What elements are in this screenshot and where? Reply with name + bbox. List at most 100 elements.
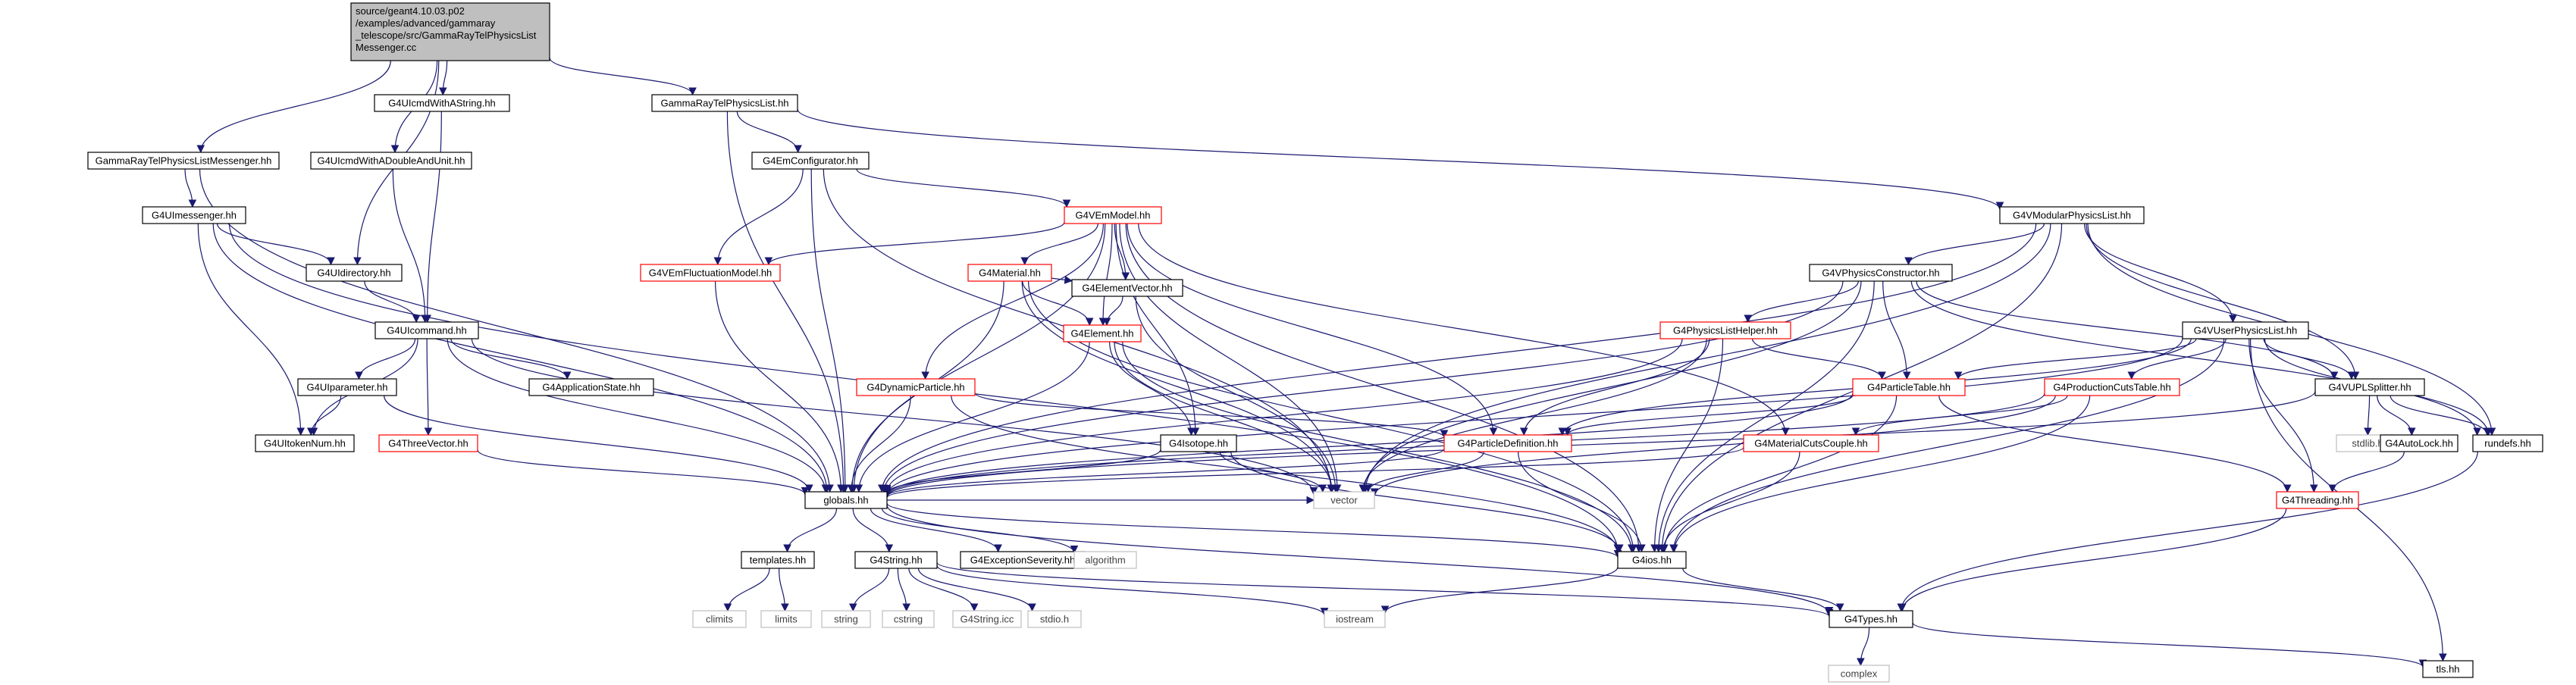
node-vuserpl[interactable]: G4VUserPhysicsList.hh bbox=[2182, 321, 2309, 339]
node-matcuts[interactable]: G4MaterialCutsCouple.hh bbox=[1743, 434, 1879, 452]
node-isotope[interactable]: G4Isotope.hh bbox=[1160, 434, 1237, 452]
node-label: G4String.hh bbox=[870, 555, 922, 566]
node-vemfluct[interactable]: G4VEmFluctuationModel.hh bbox=[640, 264, 781, 282]
node-uicmdstr[interactable]: G4UIcmdWithAString.hh bbox=[374, 94, 510, 112]
node-label: G4ApplicationState.hh bbox=[542, 382, 640, 393]
node-complex: complex bbox=[1828, 665, 1890, 683]
edge-uiparam-to-uitoken bbox=[306, 395, 342, 436]
node-label: iostream bbox=[1336, 614, 1374, 625]
edge-plhelper-to-vector bbox=[1359, 338, 1707, 493]
node-label: G4VEmModel.hh bbox=[1076, 210, 1151, 221]
node-label: G4Threading.hh bbox=[2282, 495, 2353, 506]
node-partdef[interactable]: G4ParticleDefinition.hh bbox=[1443, 434, 1572, 452]
node-material[interactable]: G4Material.hh bbox=[967, 264, 1052, 282]
edge-elemvec-to-element bbox=[1102, 296, 1123, 327]
node-label: G4ElementVector.hh bbox=[1082, 283, 1172, 294]
edge-element-to-globals bbox=[854, 341, 1090, 493]
edge-autolock-to-threading bbox=[2328, 451, 2405, 493]
node-ios[interactable]: G4ios.hh bbox=[1617, 551, 1687, 569]
node-box bbox=[1743, 434, 1879, 452]
node-vupl[interactable]: G4VUPLSplitter.hh bbox=[2314, 378, 2425, 396]
edge-matcuts-to-ios bbox=[1659, 451, 1800, 553]
node-uicmd[interactable]: G4UIcommand.hh bbox=[374, 321, 479, 339]
node-box bbox=[2380, 434, 2458, 452]
edge-element-to-ios bbox=[1122, 341, 1636, 553]
node-label: G4ProductionCutsTable.hh bbox=[2053, 382, 2170, 393]
edge-vemmodel-to-elemvec bbox=[1114, 223, 1130, 281]
edge-vphyscons-to-rundefs bbox=[1910, 280, 2481, 436]
node-vemmodel[interactable]: G4VEmModel.hh bbox=[1064, 206, 1162, 224]
node-elemvec[interactable]: G4ElementVector.hh bbox=[1071, 279, 1183, 297]
node-box bbox=[854, 551, 938, 569]
edge-isotope-to-ios bbox=[1230, 451, 1624, 553]
edge-partdef-to-ios bbox=[1518, 451, 1646, 553]
node-grtpl[interactable]: GammaRayTelPhysicsList.hh bbox=[651, 94, 798, 112]
node-grtplm[interactable]: GammaRayTelPhysicsListMessenger.hh bbox=[87, 152, 280, 170]
node-label: GammaRayTelPhysicsListMessenger.hh bbox=[96, 155, 272, 167]
node-plhelper[interactable]: G4PhysicsListHelper.hh bbox=[1659, 321, 1791, 339]
edge-uimess-to-uidir bbox=[216, 223, 335, 266]
node-box bbox=[528, 378, 654, 396]
node-label: G4UIcommand.hh bbox=[387, 325, 467, 336]
node-box bbox=[2314, 378, 2425, 396]
node-uimess[interactable]: G4UImessenger.hh bbox=[142, 206, 246, 224]
node-g4string[interactable]: G4String.hh bbox=[854, 551, 938, 569]
node-box bbox=[2276, 491, 2359, 509]
node-label: G4Types.hh bbox=[1844, 614, 1898, 625]
node-label: string bbox=[834, 614, 858, 625]
node-threading[interactable]: G4Threading.hh bbox=[2276, 491, 2359, 509]
node-label: G4Material.hh bbox=[979, 267, 1041, 279]
edge-globals-to-templates bbox=[783, 508, 838, 553]
node-threevec[interactable]: G4ThreeVector.hh bbox=[378, 434, 478, 452]
node-vmodpl[interactable]: G4VModularPhysicsList.hh bbox=[1999, 206, 2145, 224]
node-uicmddbl[interactable]: G4UIcmdWithADoubleAndUnit.hh bbox=[310, 152, 472, 170]
edge-templates-to-limits bbox=[779, 568, 789, 612]
node-box bbox=[378, 434, 478, 452]
node-types[interactable]: G4Types.hh bbox=[1829, 610, 1913, 628]
node-emconf[interactable]: G4EmConfigurator.hh bbox=[751, 152, 870, 170]
node-box bbox=[1999, 206, 2145, 224]
node-uidir[interactable]: G4UIdirectory.hh bbox=[306, 264, 403, 282]
edge-grtpl-to-vmodpl bbox=[797, 108, 2004, 211]
edge-vupl-to-stdlib bbox=[2364, 395, 2372, 436]
node-dynpart[interactable]: G4DynamicParticle.hh bbox=[856, 378, 976, 396]
edge-rundefs-to-types bbox=[1897, 451, 2478, 612]
node-box bbox=[374, 321, 479, 339]
node-box bbox=[2182, 321, 2309, 339]
node-element[interactable]: G4Element.hh bbox=[1063, 324, 1142, 342]
node-box bbox=[760, 610, 812, 628]
node-box bbox=[255, 434, 355, 452]
edge-types-to-tls bbox=[1912, 622, 2427, 668]
node-box bbox=[821, 610, 871, 628]
edge-grtplm-to-uimess bbox=[184, 168, 197, 208]
node-box bbox=[1617, 551, 1687, 569]
node-globals[interactable]: globals.hh bbox=[804, 491, 888, 509]
node-tls[interactable]: tls.hh bbox=[2422, 660, 2474, 678]
node-uiparam[interactable]: G4UIparameter.hh bbox=[297, 378, 397, 396]
node-box bbox=[651, 94, 798, 112]
node-vphyscons[interactable]: G4VPhysicsConstructor.hh bbox=[1809, 264, 1953, 282]
node-label: templates.hh bbox=[750, 555, 806, 566]
edge-g4string-to-stdio bbox=[917, 568, 1036, 612]
edge-vphyscons-to-vupl bbox=[1916, 280, 2339, 380]
node-parttable[interactable]: G4ParticleTable.hh bbox=[1852, 378, 1966, 396]
node-box bbox=[882, 610, 935, 628]
edge-parttable-to-partdef bbox=[1563, 395, 1854, 436]
edge-vuserpl-to-parttable bbox=[1954, 338, 2197, 380]
node-uitoken[interactable]: G4UItokenNum.hh bbox=[255, 434, 355, 452]
node-root[interactable]: source/geant4.10.03.p02/examples/advance… bbox=[350, 2, 550, 61]
node-box bbox=[692, 610, 747, 628]
edge-partdef-to-vector bbox=[1364, 451, 1484, 493]
node-label: tls.hh bbox=[2436, 664, 2459, 675]
node-prodcuts[interactable]: G4ProductionCutsTable.hh bbox=[2044, 378, 2180, 396]
node-label: G4UItokenNum.hh bbox=[264, 438, 346, 449]
node-autolock[interactable]: G4AutoLock.hh bbox=[2380, 434, 2458, 452]
node-rundefs[interactable]: rundefs.hh bbox=[2472, 434, 2543, 452]
edge-vphyscons-to-ios bbox=[1654, 280, 1875, 553]
node-templates[interactable]: templates.hh bbox=[741, 551, 815, 569]
node-excsev[interactable]: G4ExceptionSeverity.hh bbox=[960, 551, 1086, 569]
node-box bbox=[1027, 610, 1082, 628]
edge-threading-to-types bbox=[1898, 508, 2287, 612]
node-appstate[interactable]: G4ApplicationState.hh bbox=[528, 378, 654, 396]
node-box bbox=[640, 264, 781, 282]
